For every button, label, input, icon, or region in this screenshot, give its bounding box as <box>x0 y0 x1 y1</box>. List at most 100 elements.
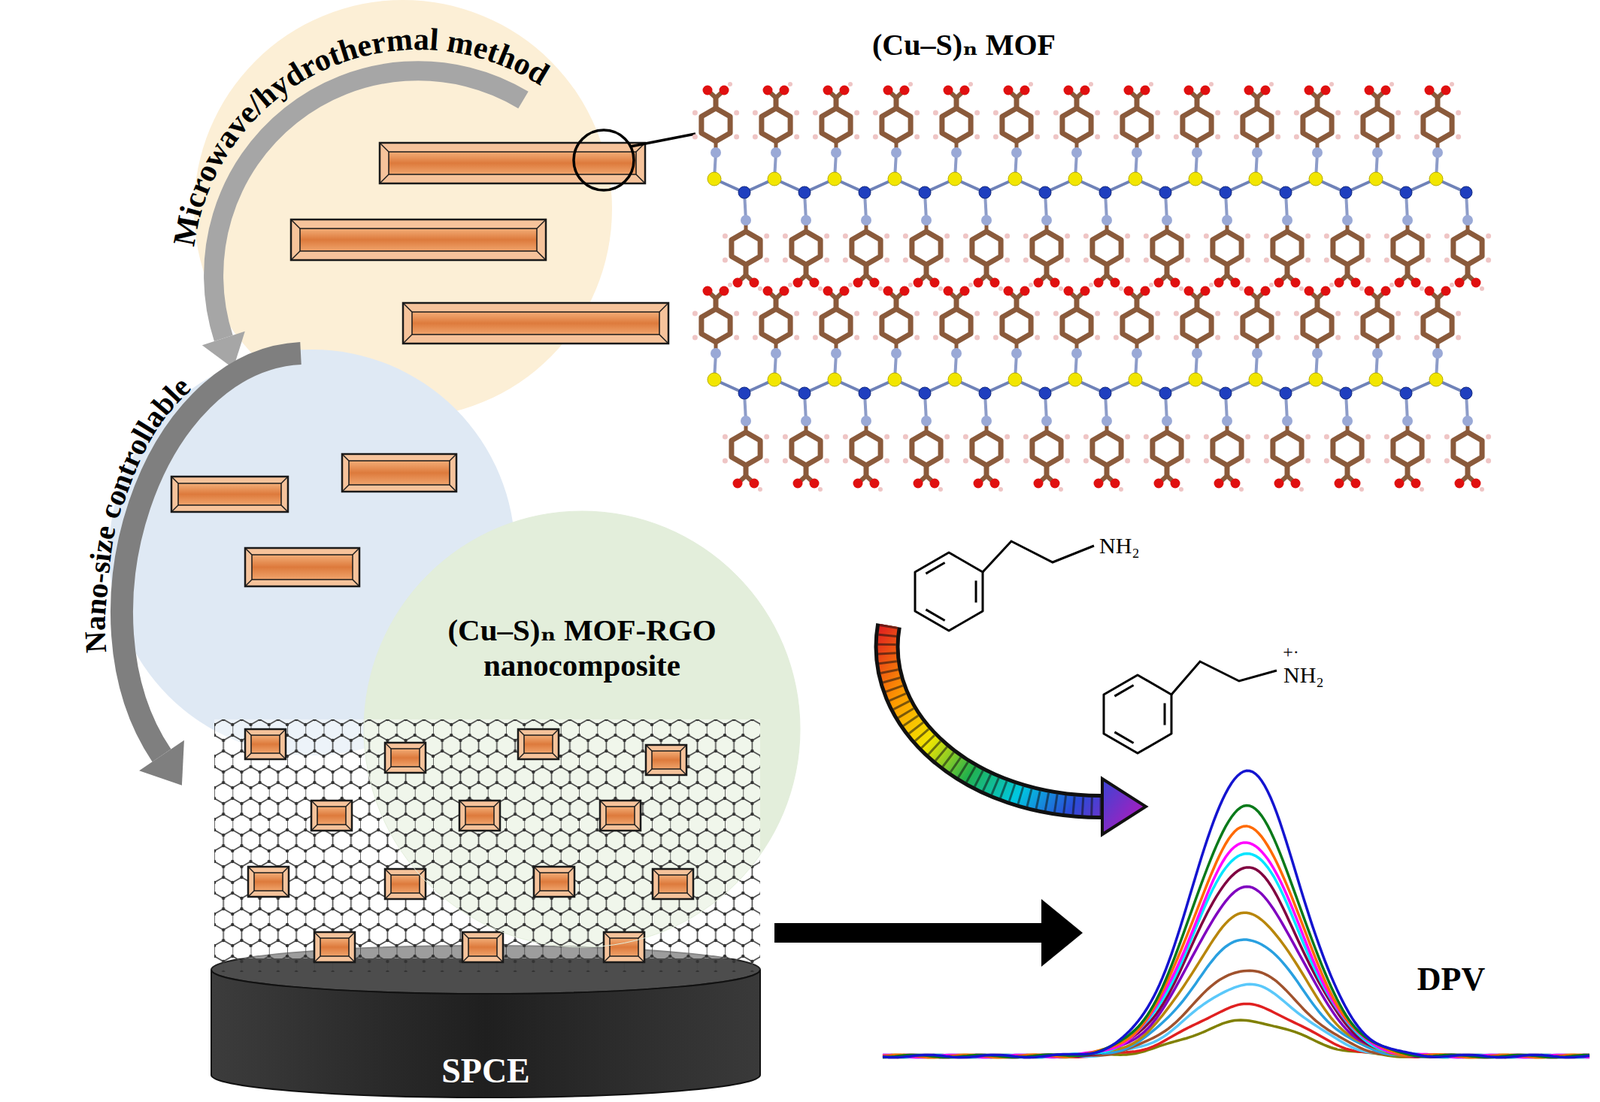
hydrogen-atom <box>1094 110 1100 116</box>
mof-particle <box>603 932 645 963</box>
small-nanorod-bevel <box>171 476 179 484</box>
hydrogen-atom <box>1173 334 1179 340</box>
hydrogen-atom <box>793 110 800 116</box>
mof-particle-bevel <box>638 956 645 963</box>
copper-atom <box>738 387 751 400</box>
hydrogen-atom <box>993 334 999 340</box>
dpv-curve <box>882 826 1590 1058</box>
mof-particle-bevel <box>687 869 694 876</box>
hydrogen-atom <box>884 233 890 240</box>
nitrogen-atom <box>951 147 962 158</box>
hydrogen-atom <box>1335 311 1341 317</box>
hydrogen-atom <box>727 282 733 288</box>
hydrogen-atom <box>1053 110 1059 116</box>
organic-ring <box>972 231 1001 265</box>
dpv-curve <box>882 867 1590 1058</box>
organic-ring <box>1453 432 1482 466</box>
organic-ring <box>1303 309 1332 343</box>
hydrogen-atom <box>1305 233 1311 240</box>
oxygen-atom <box>1364 85 1375 96</box>
mof-particle-bevel <box>419 893 426 900</box>
sulfur-atom <box>948 172 962 186</box>
hydrogen-atom <box>763 257 770 263</box>
hydrogen-atom <box>854 311 860 317</box>
hydrogen-atom <box>1395 311 1401 317</box>
hydrogen-atom <box>1365 457 1371 464</box>
hydrogen-atom <box>1124 233 1131 240</box>
node-label: SPCE <box>441 1051 531 1092</box>
hydrogen-atom <box>944 257 950 263</box>
organic-ring <box>1182 309 1212 343</box>
hydrogen-atom <box>854 110 860 116</box>
nitrogen-atom <box>1221 215 1233 226</box>
big-nanorod-bevel <box>379 142 389 152</box>
big-nanorod-bevel <box>659 303 669 313</box>
mof-particle-face <box>465 806 494 825</box>
big-nanorod <box>403 303 669 344</box>
hydrogen-atom <box>1034 311 1040 317</box>
nitrogen-atom <box>1462 215 1473 226</box>
oxygen-atom <box>1424 85 1435 96</box>
mof-particle <box>314 932 355 963</box>
oxygen-atom <box>779 85 790 96</box>
small-nanorod-bevel <box>281 476 288 484</box>
hydrogen-atom <box>914 133 920 140</box>
hydrogen-atom <box>1324 257 1330 263</box>
oxygen-atom <box>1093 278 1104 288</box>
sulfur-atom <box>827 172 842 186</box>
hydrogen-atom <box>1143 434 1149 440</box>
mof-particle-bevel <box>345 824 352 831</box>
hydrogen-atom <box>1389 81 1394 87</box>
big-nanorod-face <box>300 228 537 252</box>
hydrogen-atom <box>1425 457 1431 464</box>
arrow-head <box>139 740 185 786</box>
sulfur-atom <box>887 372 902 387</box>
oxygen-atom <box>1454 478 1465 489</box>
nitrogen-atom <box>1191 348 1203 359</box>
hydrogen-atom <box>1395 334 1401 340</box>
hydrogen-atom <box>993 110 999 116</box>
hydrogen-atom <box>1058 286 1064 291</box>
dpv-curve <box>882 842 1590 1058</box>
hydrogen-atom <box>1118 487 1124 492</box>
hydrogen-atom <box>1215 133 1221 140</box>
hydrogen-atom <box>1004 457 1010 464</box>
nitrogen-atom <box>1101 415 1113 427</box>
nitrogen-atom <box>1402 415 1413 427</box>
nitrogen-atom <box>830 348 842 359</box>
mof-particle-bevel <box>384 742 391 749</box>
oxygen-atom <box>1050 478 1061 489</box>
hydrogen-atom <box>1414 334 1420 340</box>
oxygen-atom <box>809 278 820 288</box>
copper-atom <box>1279 387 1292 400</box>
hydrogen-atom <box>1148 81 1154 87</box>
hydrogen-atom <box>1203 434 1210 440</box>
sulfur-atom <box>1248 172 1263 186</box>
oxygen-atom <box>1454 278 1465 288</box>
big-nanorod-face <box>388 151 637 175</box>
organic-ring <box>701 309 731 343</box>
nitrogen-atom <box>1011 147 1022 158</box>
hydrogen-atom <box>1479 286 1485 291</box>
big-nanorod-bevel <box>290 219 300 229</box>
hydrogen-atom <box>1083 233 1089 240</box>
oxygen-atom <box>719 286 730 297</box>
composite-circle: (Cu–S)ₙ MOF-RGO nanocomposite <box>363 511 800 948</box>
hydrogen-atom <box>998 286 1004 291</box>
oxygen-atom <box>1260 85 1271 96</box>
mof-particle-bevel <box>459 800 466 807</box>
oxygen-atom <box>1050 278 1061 288</box>
nitrogen-atom <box>710 348 722 359</box>
carboxyl-bond <box>713 298 719 310</box>
hydrogen-atom <box>1275 133 1281 140</box>
hydrogen-atom <box>1215 334 1221 340</box>
carboxyl-bond <box>1164 465 1170 476</box>
copper-atom <box>1039 186 1052 199</box>
text-label: (Cu–S)ₙ MOF <box>872 27 1056 63</box>
oxygen-atom <box>1304 286 1315 297</box>
carboxyl-bond <box>1074 298 1080 310</box>
hydrogen-atom <box>1148 282 1154 288</box>
oxygen-atom <box>1364 286 1375 297</box>
carboxyl-bond <box>803 264 810 276</box>
sulfur-atom <box>1008 172 1022 186</box>
